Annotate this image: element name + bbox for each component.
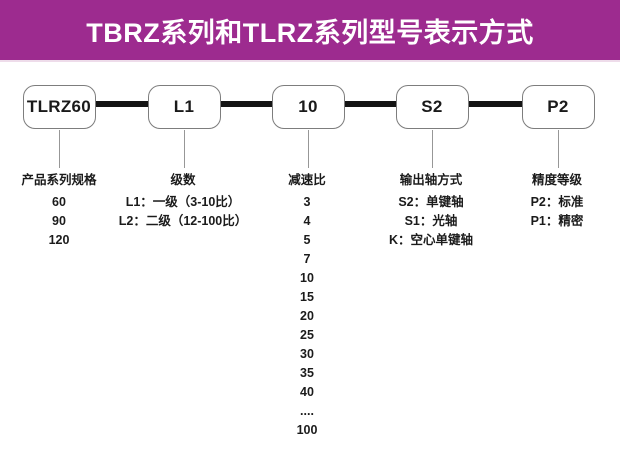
column-items: L1：一级（3-10比） L2：二级（12-100比）: [98, 193, 268, 231]
column-header: 减速比: [288, 173, 326, 187]
column-item: L1：一级（3-10比）: [125, 195, 241, 209]
page-title: TBRZ系列和TLRZ系列型号表示方式: [86, 17, 534, 48]
column-item: 10: [300, 271, 314, 285]
pointer-line: [183, 130, 185, 168]
pointer-line: [557, 130, 559, 168]
column-header: 产品系列规格: [21, 173, 97, 187]
column-item: 30: [300, 347, 314, 361]
column-items: S2：单键轴 S1：光轴 K：空心单键轴: [346, 193, 516, 250]
model-box-stage: L1: [147, 85, 221, 129]
column-stage: 级数 L1：一级（3-10比） L2：二级（12-100比）: [98, 169, 268, 231]
model-box-ratio: 10: [271, 85, 345, 129]
column-item: ....: [300, 404, 314, 418]
pointer-line: [431, 130, 433, 168]
column-item: P2：标准: [530, 195, 584, 209]
connector-line: [95, 101, 148, 107]
column-items: 60 90 120: [0, 193, 144, 250]
column-item: 40: [300, 385, 314, 399]
column-ratio: 减速比 3 4 5 7 10 15 20 25 30 35 40 .... 10…: [222, 169, 392, 440]
column-item: P1：精密: [530, 214, 584, 228]
column-item: L2：二级（12-100比）: [118, 214, 248, 228]
column-item: 5: [303, 233, 311, 247]
connector-line: [468, 101, 522, 107]
column-item: S1：光轴: [404, 214, 458, 228]
model-box-series: TLRZ60: [22, 85, 96, 129]
column-item: K：空心单键轴: [388, 233, 474, 247]
model-box-accuracy: P2: [521, 85, 595, 129]
column-item: 35: [300, 366, 314, 380]
column-product-series: 产品系列规格 60 90 120: [0, 169, 144, 250]
column-item: 60: [52, 195, 66, 209]
column-item: 100: [296, 423, 318, 437]
column-header: 级数: [170, 173, 196, 187]
pointer-line: [307, 130, 309, 168]
pointer-line: [58, 130, 60, 168]
column-shaft: 输出轴方式 S2：单键轴 S1：光轴 K：空心单键轴: [346, 169, 516, 250]
column-accuracy: 精度等级 P2：标准 P1：精密: [472, 169, 620, 231]
column-item: 3: [303, 195, 311, 209]
column-item: 25: [300, 328, 314, 342]
column-item: 4: [303, 214, 311, 228]
column-item: 90: [52, 214, 66, 228]
column-items: 3 4 5 7 10 15 20 25 30 35 40 .... 100: [222, 193, 392, 440]
column-items: P2：标准 P1：精密: [472, 193, 620, 231]
model-box-shaft: S2: [395, 85, 469, 129]
title-banner: TBRZ系列和TLRZ系列型号表示方式: [0, 0, 620, 62]
connector-line: [344, 101, 396, 107]
column-item: 7: [303, 252, 311, 266]
column-header: 精度等级: [531, 173, 582, 187]
column-item: 15: [300, 290, 314, 304]
column-item: 120: [48, 233, 70, 247]
connector-line: [220, 101, 272, 107]
column-item: 20: [300, 309, 314, 323]
column-item: S2：单键轴: [398, 195, 464, 209]
column-header: 输出轴方式: [399, 173, 463, 187]
